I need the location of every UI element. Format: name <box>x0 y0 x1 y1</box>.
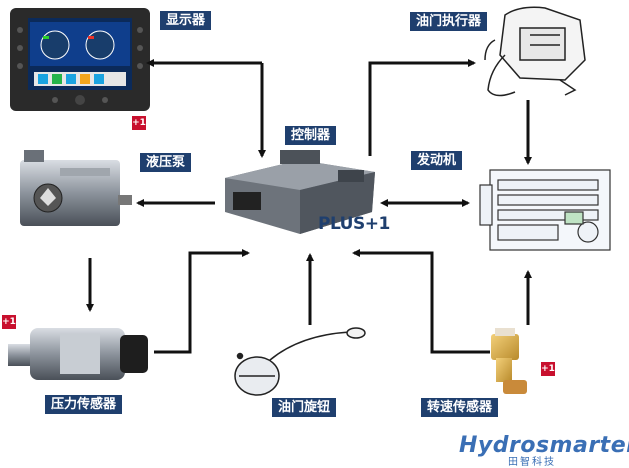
brand-subtitle: 田智科技 <box>508 457 556 468</box>
hydraulic-pump-image <box>20 150 132 226</box>
throttle-knob-image <box>234 327 366 396</box>
connection-arrows <box>86 59 532 354</box>
label-hydraulic-pump: 液压泵 <box>140 153 192 172</box>
arrow-pressure-sensor-to-controller <box>154 249 250 354</box>
controller-image <box>225 150 375 234</box>
arrow-speed-sensor-to-controller <box>352 249 490 354</box>
fuel-actuator-image <box>484 6 586 97</box>
engine-image <box>479 169 611 251</box>
label-fuel-actuator: 油门执行器 <box>410 12 488 31</box>
label-controller: 控制器 <box>285 126 337 145</box>
plus1-badge-display: +1 <box>132 116 146 130</box>
arrow-controller-to-actuator <box>368 59 476 156</box>
plus1-badge-speed: +1 <box>541 362 555 376</box>
pressure-sensor-image <box>8 328 148 380</box>
speed-sensor-image <box>491 328 527 394</box>
label-throttle-knob: 油门旋钮 <box>272 398 337 417</box>
plus1-badge-pressure: +1 <box>2 315 16 329</box>
label-display: 显示器 <box>160 11 212 30</box>
brand-logo: Hydrosmarter <box>459 433 629 458</box>
plus1-logo: PLUS+1 <box>318 214 390 234</box>
label-engine: 发动机 <box>411 151 463 170</box>
display-image <box>10 8 150 111</box>
label-pressure-sensor: 压力传感器 <box>45 395 123 414</box>
label-speed-sensor: 转速传感器 <box>421 398 499 417</box>
